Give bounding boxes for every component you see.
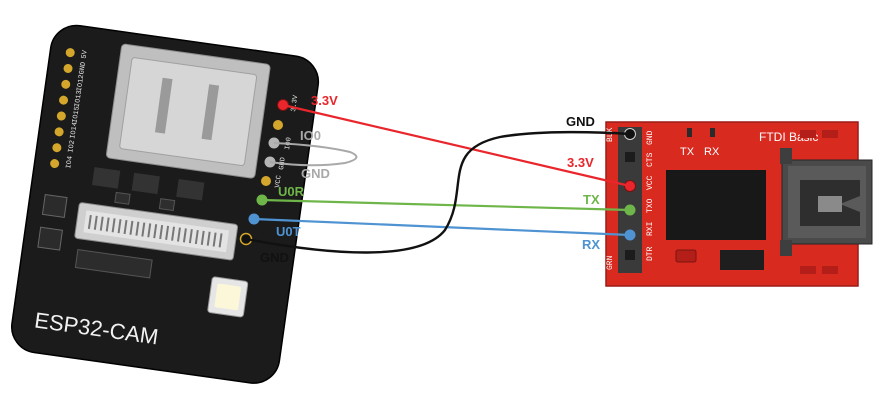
ftdi-pin-tag: VCC	[646, 175, 655, 190]
ftdi-pin-tag: GRN	[606, 255, 615, 270]
ftdi-pin-tag: CTS	[646, 152, 655, 167]
left-pin-label: IO15	[72, 106, 82, 124]
rx-led	[710, 128, 715, 137]
left-pin-label: GND	[78, 61, 88, 75]
label-cam-3v3: 3.3V	[311, 93, 338, 108]
label-cam-u0r: U0R	[278, 184, 305, 199]
wire-3v3	[282, 103, 631, 188]
ftdi-pin-tag: BLK	[606, 127, 615, 142]
wire-io0-gnd-jumper	[269, 142, 358, 167]
right-pin-label: 3.3V	[290, 94, 300, 113]
ftdi-chip	[666, 170, 766, 240]
left-pin-label: 5V	[81, 49, 90, 59]
label-ftdi-tx: TX	[583, 192, 600, 207]
ftdi-board: BLK GND CTS VCC TXO RXI DTR GRN TX RX FT…	[605, 121, 873, 287]
esp32cam-board: IO4 IO2 IO14 IO15 IO13 IO12 GND 5V ESP32…	[11, 24, 320, 384]
header-pin-vcc	[261, 176, 271, 186]
label-ftdi-rx: RX	[582, 237, 600, 252]
ftdi-pin-tag: GND	[646, 130, 655, 145]
ftdi-pin-tag: TXO	[646, 198, 655, 213]
esp32cam-left-header: IO4 IO2 IO14 IO15 IO13 IO12 GND 5V	[50, 48, 90, 170]
right-pin-label: VCC	[274, 175, 284, 189]
rx-led-label: RX	[704, 146, 720, 158]
usb-connector	[780, 148, 873, 256]
label-ftdi-gnd: GND	[566, 114, 595, 129]
label-ftdi-3v3: 3.3V	[567, 155, 594, 170]
tx-led-label: TX	[680, 146, 695, 158]
ftdi-pin-tag: RXI	[646, 222, 655, 236]
ftdi-pin-tag: DTR	[646, 246, 655, 261]
ftdi-header	[618, 127, 642, 273]
left-pin-label: IO14	[69, 122, 79, 140]
label-cam-gnd: GND	[260, 250, 289, 265]
left-pin-label: IO2	[67, 140, 77, 154]
smd-component	[92, 167, 121, 189]
header-pin	[273, 120, 283, 130]
left-pin-label: IO13	[74, 90, 84, 108]
wire-u0t-rx	[253, 217, 631, 237]
wire-gnd	[245, 130, 631, 254]
label-cam-io0: IO0	[300, 128, 321, 143]
left-pin-label: IO12	[76, 74, 86, 92]
label-cam-u0t: U0T	[276, 224, 301, 239]
left-pin-label: IO4	[65, 156, 75, 170]
wire-u0r-tx	[261, 198, 631, 212]
tx-led	[687, 128, 692, 137]
label-cam-gnd-gray: GND	[301, 166, 330, 181]
